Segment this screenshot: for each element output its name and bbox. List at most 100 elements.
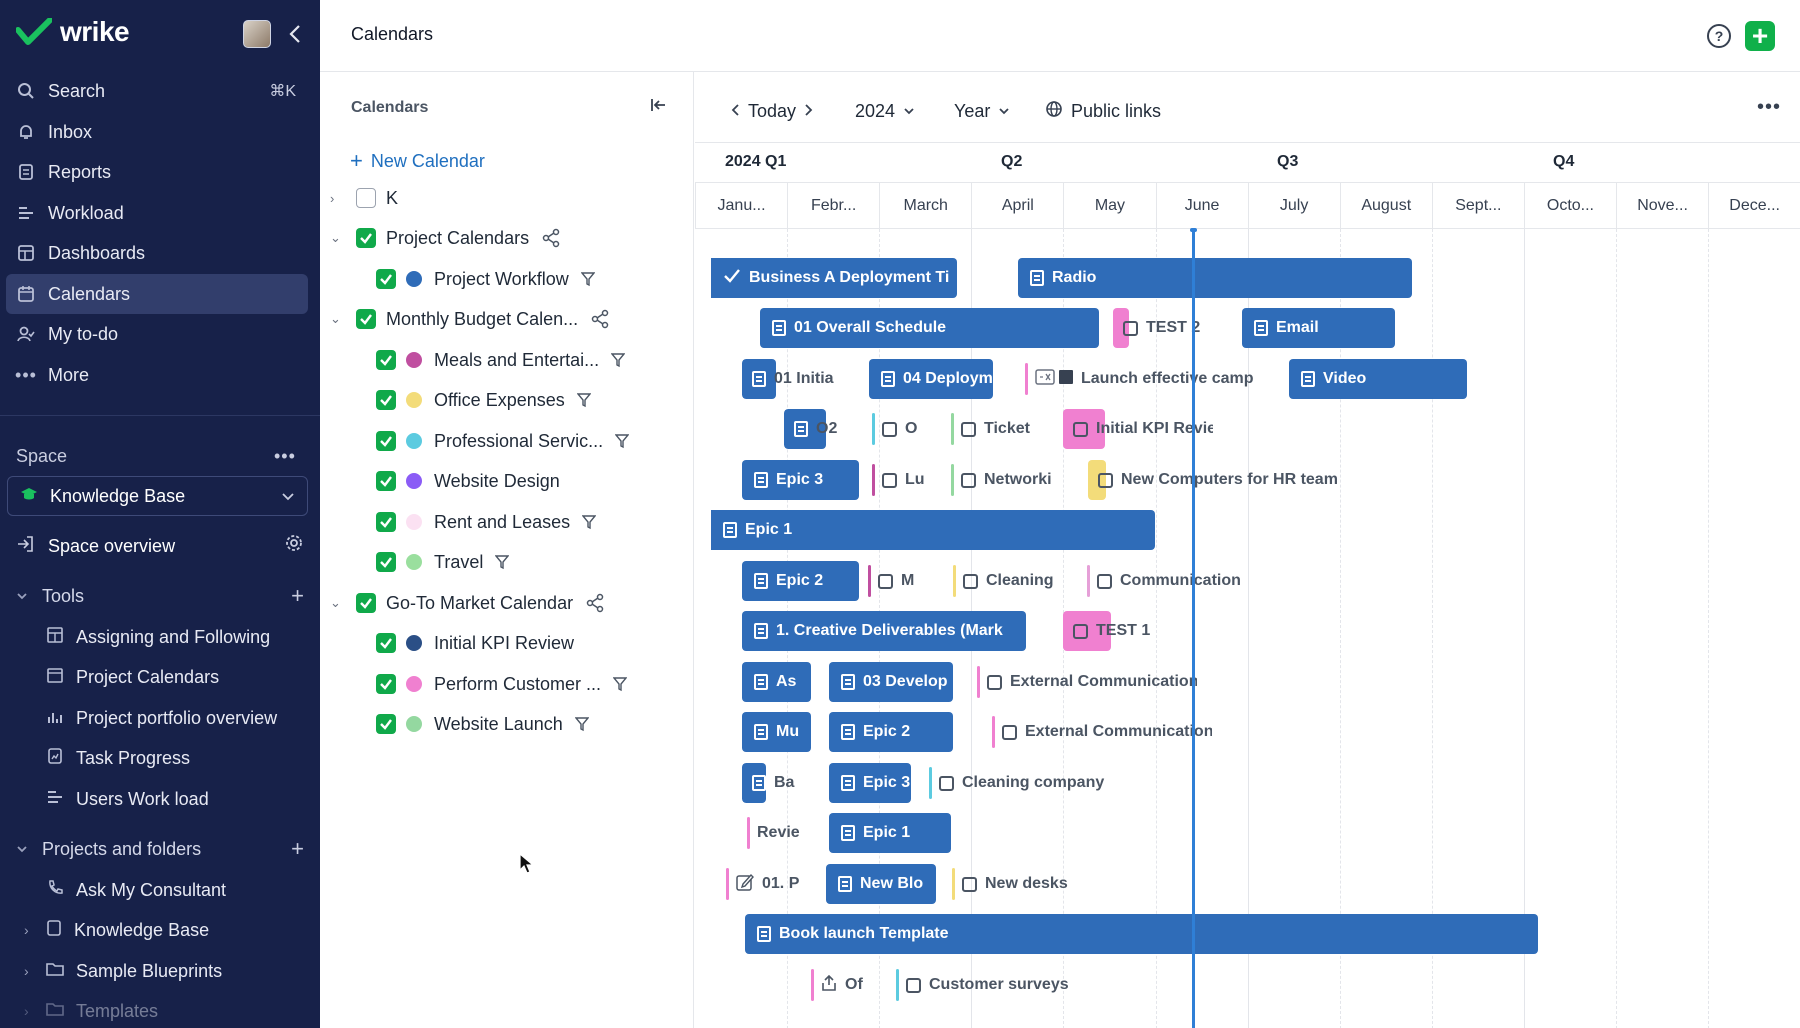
calendar-task-bar[interactable]: Video (1289, 359, 1467, 399)
filter-icon[interactable] (576, 392, 591, 408)
project-item[interactable]: › Templates (24, 995, 158, 1027)
calendar-checkbox[interactable] (376, 552, 396, 572)
year-selector[interactable]: 2024 (855, 96, 915, 126)
calendar-task-bar[interactable]: Epic 3 (742, 460, 859, 500)
share-icon[interactable] (585, 593, 605, 613)
calendar-task-bar[interactable]: Book launch Template (745, 914, 1538, 954)
calendar-task-bar[interactable]: Epic 1 (711, 510, 1155, 550)
calendar-row[interactable]: Project Workflow (376, 264, 595, 294)
chevron-right-icon[interactable]: › (330, 190, 335, 206)
project-item[interactable]: › Knowledge Base (24, 914, 209, 946)
calendar-task-bar[interactable]: Epic 1 (829, 813, 951, 853)
avatar[interactable] (243, 20, 271, 48)
calendar-task-bar[interactable]: Radio (1018, 258, 1412, 298)
calendar-task-bar[interactable]: 1. Creative Deliverables (Mark (742, 611, 1026, 651)
tool-item[interactable]: Users Work load (46, 783, 209, 815)
calendar-item[interactable]: Cleaning company (929, 763, 1129, 803)
calendar-row[interactable]: Office Expenses (376, 385, 591, 415)
add-tool-button[interactable]: + (291, 583, 304, 608)
calendar-task-bar[interactable]: Mu (742, 712, 811, 752)
calendar-checkbox[interactable] (376, 714, 396, 734)
calendar-item[interactable]: Networki (951, 460, 1061, 500)
scale-selector[interactable]: Year (954, 96, 1010, 126)
calendar-task-bar[interactable]: Epic 2 (829, 712, 953, 752)
tool-item[interactable]: Project Calendars (46, 661, 219, 693)
tool-item[interactable]: Assigning and Following (46, 621, 270, 653)
calendar-task-bar[interactable]: Epic 3 (829, 763, 911, 803)
calendar-checkbox[interactable] (376, 269, 396, 289)
public-links-button[interactable]: Public links (1045, 96, 1161, 126)
chevron-down-icon[interactable]: ⌄ (330, 230, 341, 245)
space-overview[interactable]: Space overview (16, 530, 306, 562)
chevron-down-icon[interactable]: ⌄ (330, 311, 341, 326)
share-icon[interactable] (541, 228, 561, 248)
project-item[interactable]: Ask My Consultant (46, 874, 226, 906)
calendar-item[interactable]: TEST 1 (1063, 611, 1183, 651)
calendar-row[interactable]: Rent and Leases (376, 507, 597, 537)
calendar-item[interactable]: Launch effective camp (1025, 359, 1265, 399)
calendar-item[interactable]: Communication (1087, 561, 1267, 601)
nav-calendars[interactable]: Calendars (6, 274, 308, 314)
calendar-checkbox[interactable] (356, 593, 376, 613)
help-button[interactable]: ? (1707, 24, 1731, 48)
calendar-checkbox[interactable] (376, 350, 396, 370)
more-options-button[interactable]: ••• (1757, 96, 1782, 118)
chevron-down-icon[interactable]: ⌄ (330, 595, 341, 610)
add-project-button[interactable]: + (291, 836, 304, 861)
tool-item[interactable]: Project portfolio overview (46, 702, 277, 734)
calendar-group-row[interactable]: ›K (330, 183, 398, 213)
space-selector[interactable]: Knowledge Base (7, 476, 308, 516)
calendar-item[interactable]: Lu (872, 460, 932, 500)
calendar-row[interactable]: Website Design (376, 466, 560, 496)
calendar-row[interactable]: Travel (376, 547, 510, 577)
projects-section-header[interactable]: Projects and folders + (16, 833, 306, 865)
calendar-item[interactable]: M (868, 561, 928, 601)
calendar-task-bar[interactable]: New Blo (826, 864, 936, 904)
chevron-left-icon[interactable] (730, 101, 740, 122)
nav-reports[interactable]: Reports (6, 152, 308, 192)
calendar-checkbox[interactable] (376, 431, 396, 451)
nav-my-todo[interactable]: My to-do (6, 314, 308, 354)
calendar-task-bar[interactable]: Business A Deployment Ti (711, 258, 957, 298)
calendar-item[interactable]: Initial KPI Review (1063, 409, 1213, 449)
collapse-panel-button[interactable] (650, 96, 668, 119)
calendar-task-bar[interactable]: 03 Develop (829, 662, 953, 702)
calendar-row[interactable]: Perform Customer ... (376, 669, 628, 699)
space-options-button[interactable]: ••• (274, 446, 296, 466)
nav-inbox[interactable]: Inbox (6, 112, 308, 152)
wrike-logo[interactable]: wrike (16, 16, 130, 48)
calendar-row[interactable]: Website Launch (376, 709, 589, 739)
calendar-task-bar[interactable]: O2 (784, 409, 846, 449)
nav-search[interactable]: Search ⌘K (6, 71, 308, 111)
calendar-checkbox[interactable] (376, 471, 396, 491)
calendar-item[interactable]: New desks (952, 864, 1102, 904)
collapse-sidebar-button[interactable] (284, 20, 306, 48)
filter-icon[interactable] (580, 271, 595, 287)
nav-more[interactable]: ••• More (6, 355, 308, 395)
calendar-item[interactable]: External Communication (992, 712, 1212, 752)
calendar-item[interactable]: TEST 2 (1113, 308, 1223, 348)
gear-icon[interactable] (284, 533, 304, 559)
tools-section-header[interactable]: Tools + (16, 580, 306, 612)
calendar-item[interactable]: O (872, 409, 932, 449)
calendar-checkbox[interactable] (356, 188, 376, 208)
create-new-button[interactable]: + (1745, 21, 1775, 51)
calendar-task-bar[interactable]: Epic 2 (742, 561, 859, 601)
filter-icon[interactable] (574, 716, 589, 732)
chevron-right-icon[interactable]: › (24, 963, 29, 979)
calendar-checkbox[interactable] (356, 228, 376, 248)
calendar-item[interactable]: External Communication (977, 662, 1197, 702)
calendar-row[interactable]: Professional Servic... (376, 426, 630, 456)
calendar-item[interactable]: Of (811, 965, 871, 1005)
share-icon[interactable] (590, 309, 610, 329)
calendar-item[interactable]: Revie (747, 813, 817, 853)
nav-workload[interactable]: Workload (6, 193, 308, 233)
calendar-task-bar[interactable]: 01 Initia (742, 359, 837, 399)
filter-icon[interactable] (613, 676, 628, 692)
tool-item[interactable]: Task Progress (46, 742, 190, 774)
nav-dashboards[interactable]: Dashboards (6, 233, 308, 273)
calendar-item[interactable]: 01. P (726, 864, 816, 904)
calendar-task-bar[interactable]: Ba (742, 763, 802, 803)
chevron-right-icon[interactable] (804, 101, 814, 122)
calendar-group-row[interactable]: ⌄Monthly Budget Calen... (330, 304, 610, 334)
